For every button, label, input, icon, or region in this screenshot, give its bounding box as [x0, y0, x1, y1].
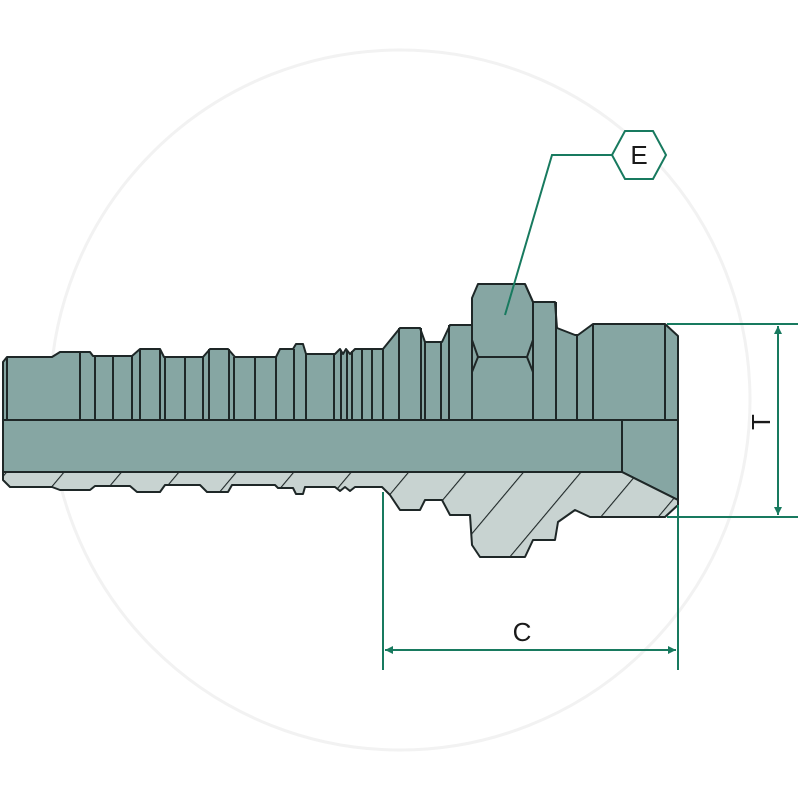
dimension-c-label: C — [513, 617, 532, 647]
callout-e-label: E — [630, 140, 647, 170]
body-detail-lines — [6, 302, 666, 420]
callout-e: E — [504, 130, 668, 316]
dimension-t — [667, 323, 798, 518]
hex-nut-faces — [471, 283, 534, 373]
dimension-c — [382, 492, 679, 670]
callout-leader — [504, 154, 612, 316]
hexagon-icon — [610, 130, 668, 180]
dimension-t-label: T — [746, 414, 776, 430]
fitting-section-lower — [2, 471, 679, 558]
